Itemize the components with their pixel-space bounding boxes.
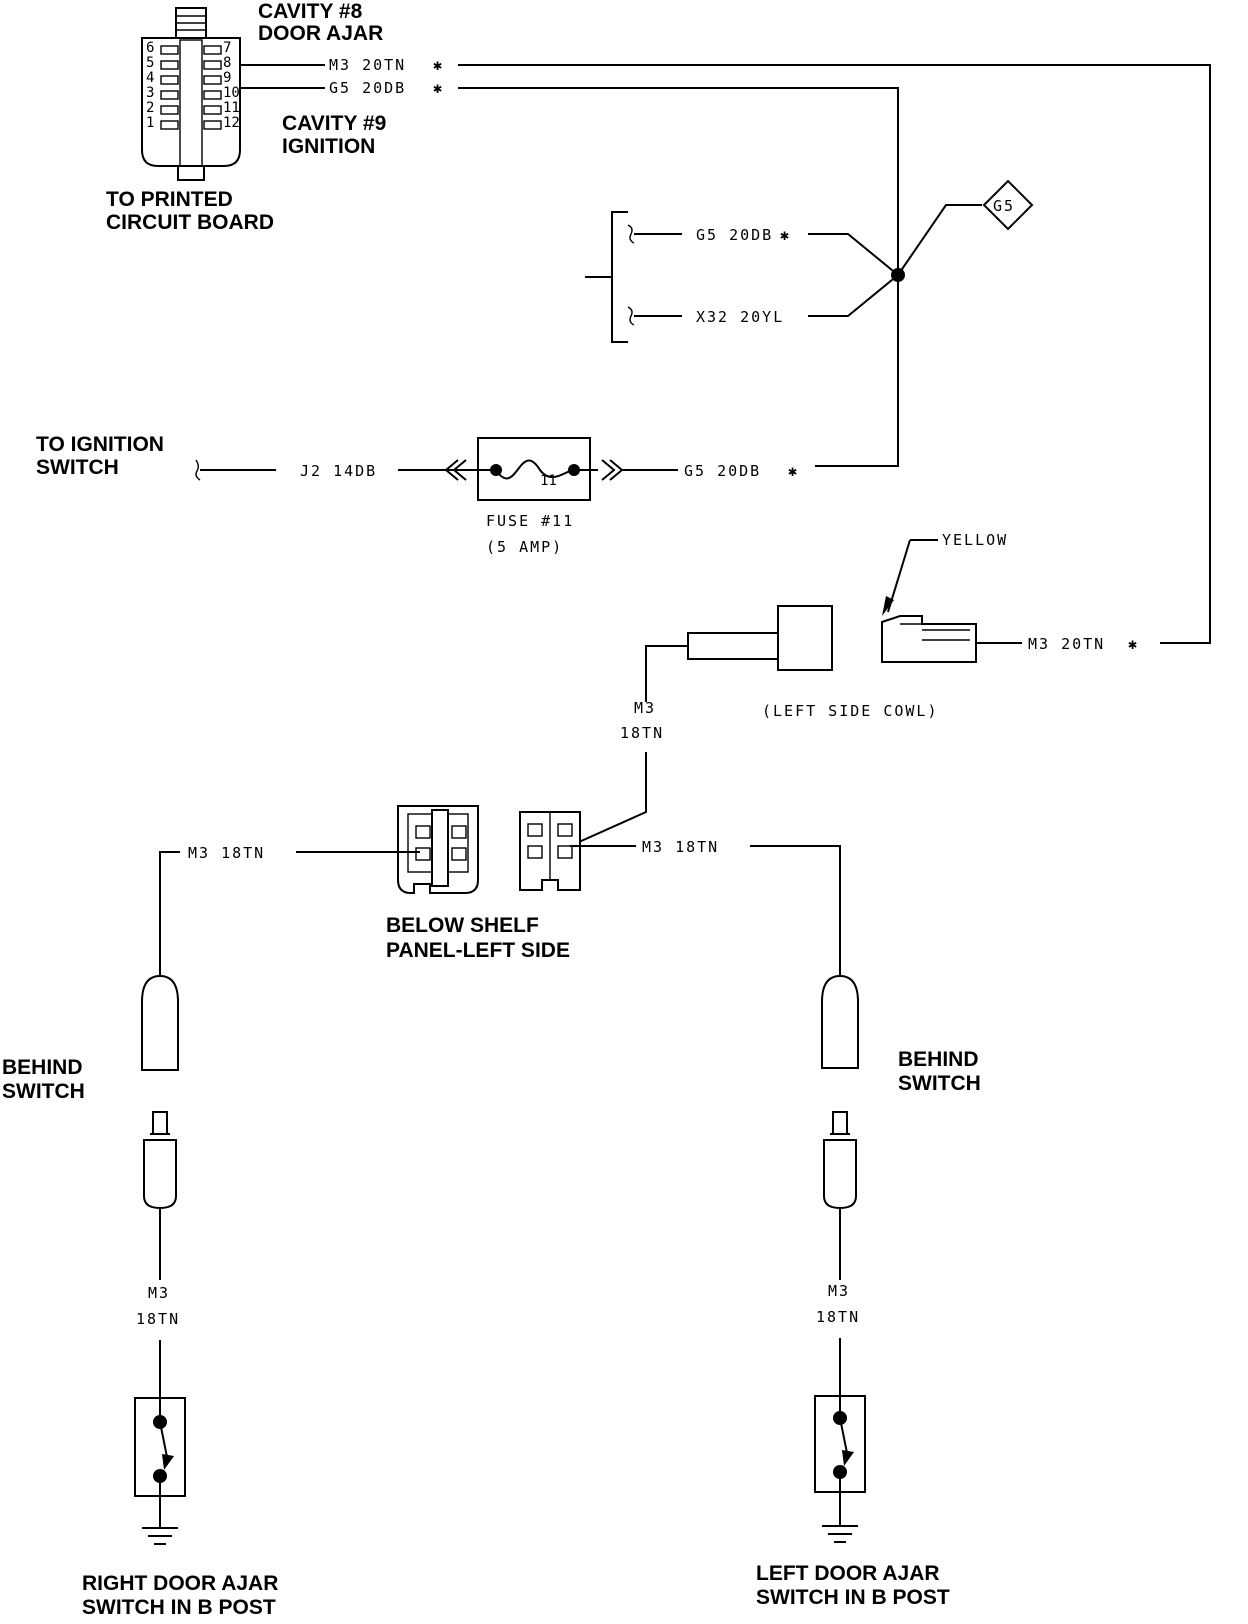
pcb-pin-9: 9 (223, 70, 231, 86)
cowl-label: (LEFT SIDE COWL) (762, 702, 939, 720)
ground-diamond-g5 (982, 179, 1034, 231)
pcb-pin-5: 5 (146, 55, 154, 71)
star-g5-fuse: ✱ (788, 462, 799, 480)
shelf-connector-left (397, 805, 479, 894)
wire-label-m3-20tn-cowl: M3 20TN (1028, 635, 1105, 653)
pcb-connector: 6 5 4 3 2 1 7 8 9 10 11 12 (141, 7, 241, 181)
shelf-label-line2: PANEL-LEFT SIDE (386, 939, 570, 962)
left-door-label-line1: LEFT DOOR AJAR (756, 1562, 940, 1585)
splice-bracket (585, 211, 682, 343)
pcb-pin-6: 6 (146, 40, 154, 56)
wire-label-m3-left-lower-line1: M3 (148, 1284, 170, 1302)
wire-m3-20tn-top: M3 20TN ✱ (240, 56, 1211, 644)
cavity8-label-line1: CAVITY #8 (258, 0, 363, 23)
fuse-label-line1: FUSE #11 (486, 512, 574, 530)
wire-label-g5-20db-top: G5 20DB (329, 79, 406, 97)
cowl-yellow-label: YELLOW (942, 531, 1008, 549)
wire-label-m3-18tn-right: M3 18TN (642, 838, 719, 856)
behind-switch-right-line2: SWITCH (898, 1072, 981, 1095)
cavity9-label-line1: CAVITY #9 (282, 112, 386, 135)
fuse-11: 11 (444, 437, 624, 501)
to-pcb-label-line2: CIRCUIT BOARD (106, 211, 274, 234)
behind-switch-left-line1: BEHIND (2, 1056, 83, 1079)
ignition-label-line1: TO IGNITION (36, 433, 164, 456)
wire-label-m3-right-lower-line1: M3 (828, 1282, 850, 1300)
behind-switch-left-line2: SWITCH (2, 1080, 85, 1103)
pcb-pin-8: 8 (223, 55, 231, 71)
cavity9-label-line2: IGNITION (282, 135, 375, 158)
star-g5-20db-top: ✱ (433, 79, 444, 97)
shelf-connector-right (519, 811, 581, 891)
wire-label-g5-20db-fuse: G5 20DB (684, 462, 761, 480)
star-g5-splice: ✱ (780, 226, 791, 244)
star-m3-20tn-top: ✱ (433, 56, 444, 74)
ignition-label-line2: SWITCH (36, 456, 119, 479)
right-door-label-line2: SWITCH IN B POST (82, 1596, 276, 1619)
wire-label-m3-vertical-line1: M3 (634, 699, 656, 717)
fuse-number: 11 (540, 473, 557, 489)
left-door-label-line2: SWITCH IN B POST (756, 1586, 950, 1609)
wire-label-m3-vertical-line2: 18TN (620, 724, 664, 742)
right-door-ajar-switch (134, 1340, 186, 1545)
cavity8-label-line2: DOOR AJAR (258, 22, 383, 45)
star-m3-20tn-cowl: ✱ (1128, 635, 1139, 653)
pcb-pin-4: 4 (146, 70, 154, 86)
right-door-label-line1: RIGHT DOOR AJAR (82, 1572, 278, 1595)
fuse-label-line2: (5 AMP) (486, 538, 563, 556)
to-pcb-label-line1: TO PRINTED (106, 188, 233, 211)
wire-label-m3-18tn-left: M3 18TN (188, 844, 265, 862)
left-door-ajar-switch (814, 1338, 866, 1543)
shelf-label-line1: BELOW SHELF (386, 914, 539, 937)
pcb-pin-10: 10 (223, 85, 240, 101)
pcb-pin-11: 11 (223, 100, 240, 116)
pcb-pin-12: 12 (223, 115, 240, 131)
pcb-pin-3: 3 (146, 85, 154, 101)
pcb-pin-7: 7 (223, 40, 231, 56)
wire-label-m3-left-lower-line2: 18TN (136, 1310, 180, 1328)
wire-label-m3-20tn-top: M3 20TN (329, 56, 406, 74)
behind-switch-connector-right (821, 974, 859, 1280)
wire-label-j2-14db: J2 14DB (300, 462, 377, 480)
wire-label-m3-right-lower-line2: 18TN (816, 1308, 860, 1326)
behind-switch-connector-left (141, 974, 179, 1280)
ground-label-g5: G5 (993, 197, 1015, 215)
pcb-pin-2: 2 (146, 100, 154, 116)
wire-label-x32-20yl: X32 20YL (696, 308, 784, 326)
behind-switch-right-line1: BEHIND (898, 1048, 979, 1071)
cowl-connector (645, 539, 1022, 702)
pcb-pin-1: 1 (146, 115, 154, 131)
wire-label-g5-20db-splice: G5 20DB (696, 226, 773, 244)
